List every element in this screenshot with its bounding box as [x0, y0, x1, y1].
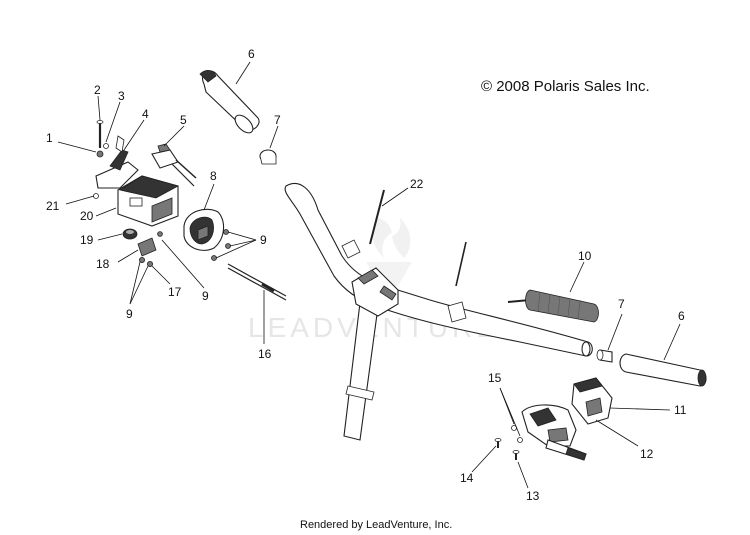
callout-19: 19 [80, 233, 94, 247]
callout-22: 22 [410, 177, 424, 191]
copyright-text: © 2008 Polaris Sales Inc. [481, 78, 650, 95]
callout-17: 17 [168, 285, 182, 299]
callout-12: 12 [640, 447, 654, 461]
bar-clamp [351, 267, 399, 317]
callout-15: 15 [488, 371, 502, 385]
callout-10: 10 [578, 249, 592, 263]
footer-credit: Rendered by LeadVenture, Inc. [300, 519, 452, 531]
lever-assembly-12 [521, 404, 587, 461]
cable-tie-22 [369, 189, 467, 287]
plug-7-top [259, 149, 277, 165]
callout-5: 5 [180, 113, 187, 127]
callout-3: 3 [118, 89, 125, 103]
callout-7-right: 7 [618, 297, 625, 311]
housing-8 [183, 208, 231, 261]
callout-9-right: 9 [260, 233, 267, 247]
callout-2: 2 [94, 83, 101, 97]
callout-1: 1 [46, 131, 53, 145]
lever-assembly-4 [95, 135, 139, 189]
cable-16 [227, 263, 287, 301]
screw-14 [494, 438, 502, 448]
callout-14: 14 [460, 471, 474, 485]
callout-6-right: 6 [678, 309, 685, 323]
handlebar [284, 183, 593, 441]
grip-6-top [199, 70, 260, 134]
nut-1 [96, 150, 104, 158]
callouts: 1 2 3 4 5 6 7 8 21 20 19 18 17 9 9 9 16 … [46, 47, 687, 503]
callout-11: 11 [674, 403, 687, 417]
callout-9-mid: 9 [202, 289, 209, 303]
cover-18 [137, 237, 157, 257]
grip-6-right [619, 353, 707, 387]
callout-7-top: 7 [274, 113, 281, 127]
screw-21 [93, 193, 99, 199]
callout-16: 16 [258, 347, 272, 361]
screw-15 [511, 425, 523, 443]
leader-lines [57, 61, 681, 489]
screw-2 [96, 120, 104, 148]
screw-9-left [138, 231, 163, 267]
callout-13: 13 [526, 489, 540, 503]
heated-grip-10 [507, 289, 599, 323]
callout-18: 18 [96, 257, 110, 271]
switch-housing-11 [571, 377, 613, 425]
callout-21: 21 [46, 199, 60, 213]
callout-4: 4 [142, 107, 149, 121]
callout-6-top: 6 [248, 47, 255, 61]
callout-8: 8 [210, 169, 217, 183]
switch-housing-20 [117, 175, 180, 227]
callout-9-left: 9 [126, 307, 133, 321]
screw-13 [512, 450, 520, 460]
bushing-19 [122, 228, 138, 240]
washer-3 [103, 143, 109, 149]
callout-20: 20 [80, 209, 94, 223]
plug-7-right [596, 349, 613, 363]
connector-5 [151, 143, 197, 187]
